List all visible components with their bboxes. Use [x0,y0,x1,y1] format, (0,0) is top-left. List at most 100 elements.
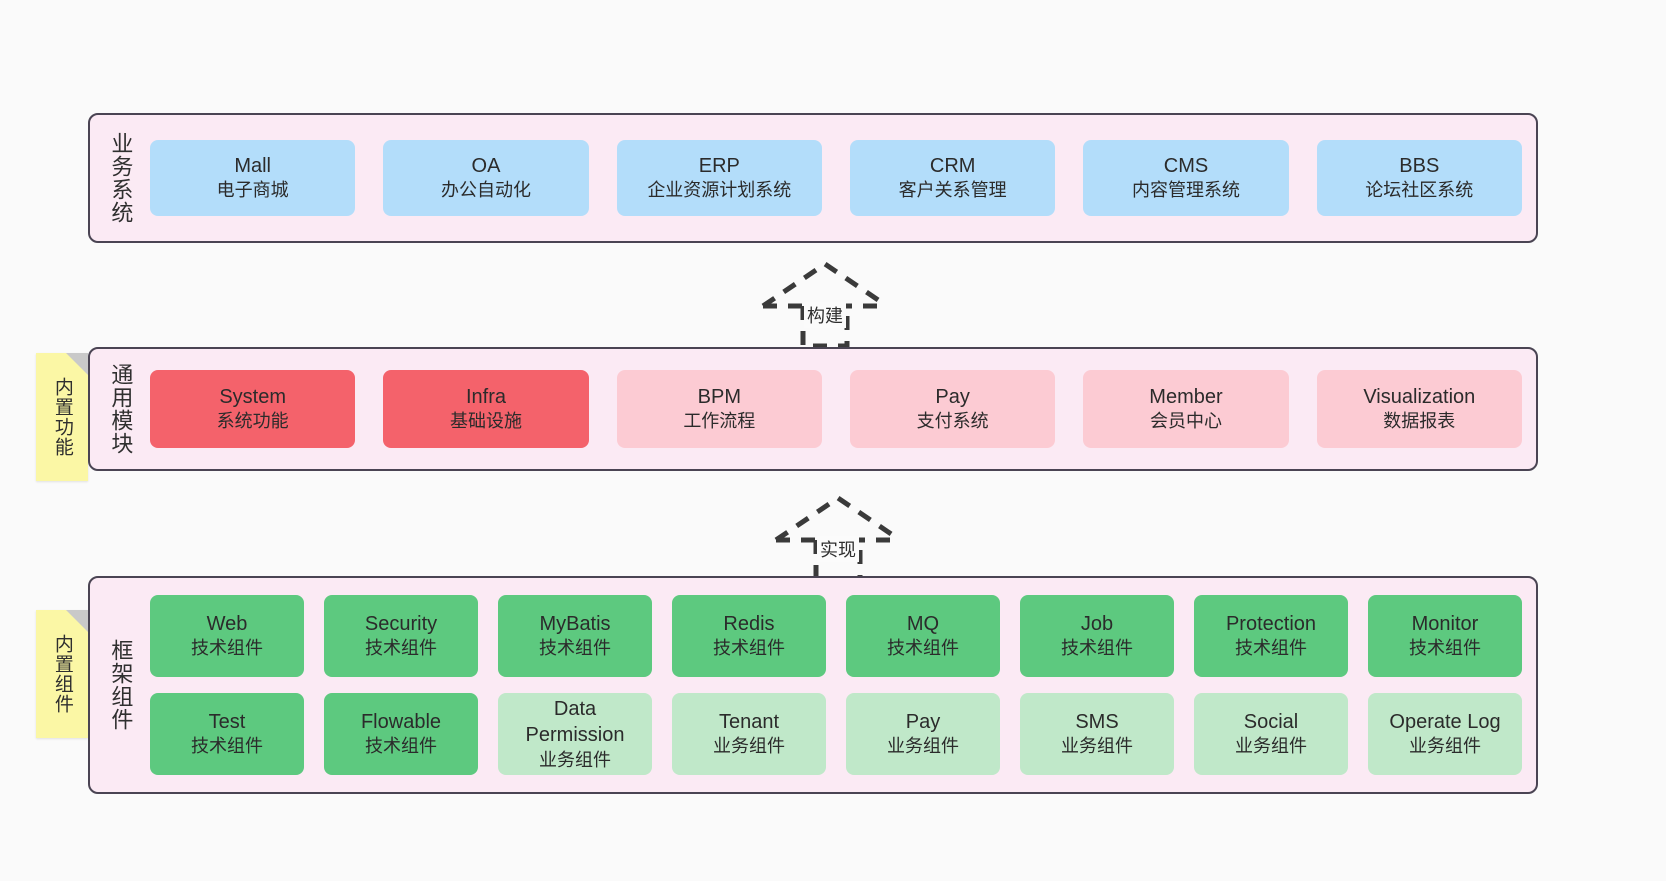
node-title: CMS [1163,154,1209,177]
node-subtitle: 技术组件 [1061,638,1133,659]
layer-business-systems: 业务系统 Mall 电子商城 OA 办公自动化 ERP 企业资源计划系统 CRM… [88,113,1538,243]
node-title: Operate Log [1389,710,1501,733]
layer-title-common-modules: 通用模块 [108,363,134,455]
node-pay-module[interactable]: Pay 支付系统 [849,370,1056,448]
node-subtitle: 论坛社区系统 [1365,180,1474,201]
node-infra[interactable]: Infra 基础设施 [383,370,589,448]
node-mybatis[interactable]: MyBatis 技术组件 [498,595,652,677]
node-title: Security [364,612,438,635]
node-subtitle: 数据报表 [1383,411,1456,432]
node-monitor[interactable]: Monitor 技术组件 [1368,595,1522,677]
node-title: Web [206,612,248,635]
node-subtitle: 业务组件 [1061,736,1133,757]
node-subtitle: 技术组件 [1235,638,1307,659]
node-visualization[interactable]: Visualization 数据报表 [1316,370,1522,448]
node-subtitle: 内容管理系统 [1131,180,1240,201]
node-title: ERP [698,154,740,177]
node-sms[interactable]: SMS 业务组件 [1020,693,1174,775]
layer-body-framework-components: Web 技术组件 Security 技术组件 MyBatis 技术组件 Redi… [142,578,1536,792]
node-flowable[interactable]: Flowable 技术组件 [324,693,478,775]
connector-implement-label: 实现 [817,536,859,562]
node-subtitle: 技术组件 [365,736,437,757]
node-title: Pay [935,385,970,408]
node-redis[interactable]: Redis 技术组件 [672,595,826,677]
sticky-note-label: 内置功能 [51,377,73,457]
build-arrowhead-left-right [761,260,889,309]
node-subtitle: 技术组件 [539,638,611,659]
node-security[interactable]: Security 技术组件 [324,595,478,677]
layer-body-common-modules: System 系统功能 Infra 基础设施 BPM 工作流程 Pay 支付系统… [142,349,1536,469]
node-subtitle: 会员中心 [1149,411,1222,432]
node-subtitle: 技术组件 [887,638,959,659]
row-framework-business: Test 技术组件 Flowable 技术组件 Data Permission … [150,693,1522,775]
node-subtitle: 电子商城 [216,180,289,201]
node-protection[interactable]: Protection 技术组件 [1194,595,1348,677]
sticky-fold-corner-icon [66,610,88,632]
node-subtitle: 业务组件 [539,749,611,770]
node-subtitle: 业务组件 [887,736,959,757]
node-subtitle: 系统功能 [216,411,289,432]
node-test[interactable]: Test 技术组件 [150,693,304,775]
node-title: Infra [465,385,506,408]
node-subtitle: 业务组件 [1409,736,1481,757]
node-job[interactable]: Job 技术组件 [1020,595,1174,677]
node-web[interactable]: Web 技术组件 [150,595,304,677]
node-title: Test [208,710,246,733]
node-bpm[interactable]: BPM 工作流程 [616,370,822,448]
layer-title-framework-components: 框架组件 [108,639,134,731]
node-subtitle: 技术组件 [713,638,785,659]
node-mall[interactable]: Mall 电子商城 [150,140,356,216]
node-title: Flowable [360,710,442,733]
node-operate-log[interactable]: Operate Log 业务组件 [1368,693,1522,775]
node-subtitle: 技术组件 [1409,638,1481,659]
node-subtitle: 业务组件 [1235,736,1307,757]
node-bbs[interactable]: BBS 论坛社区系统 [1316,140,1522,216]
node-title: BBS [1399,154,1440,177]
node-tenant[interactable]: Tenant 业务组件 [672,693,826,775]
node-crm[interactable]: CRM 客户关系管理 [849,140,1056,216]
layer-common-modules: 通用模块 System 系统功能 Infra 基础设施 BPM 工作流程 Pay… [88,347,1538,471]
node-title: BPM [697,385,741,408]
node-cms[interactable]: CMS 内容管理系统 [1083,140,1289,216]
sticky-note-builtin-features: 内置功能 [36,353,88,481]
layer-body-business-systems: Mall 电子商城 OA 办公自动化 ERP 企业资源计划系统 CRM 客户关系… [142,115,1536,241]
node-title: CRM [929,154,976,177]
node-title: Social [1243,710,1299,733]
layer-framework-components: 框架组件 Web 技术组件 Security 技术组件 MyBatis 技术组件… [88,576,1538,794]
node-title: SMS [1075,710,1119,733]
row-framework-tech: Web 技术组件 Security 技术组件 MyBatis 技术组件 Redi… [150,595,1522,677]
node-system[interactable]: System 系统功能 [150,370,356,448]
node-title: Member [1149,385,1223,408]
node-pay-component[interactable]: Pay 业务组件 [846,693,1000,775]
build-shaft [800,306,850,349]
node-subtitle: 客户关系管理 [898,180,1007,201]
node-title: Tenant [718,710,780,733]
node-subtitle: 支付系统 [916,411,989,432]
node-subtitle: 企业资源计划系统 [647,180,792,201]
node-subtitle: 技术组件 [365,638,437,659]
node-subtitle: 业务组件 [713,736,785,757]
node-title: System [219,385,286,408]
node-title: Data Permission [525,697,625,747]
node-mq[interactable]: MQ 技术组件 [846,595,1000,677]
row-business-systems: Mall 电子商城 OA 办公自动化 ERP 企业资源计划系统 CRM 客户关系… [150,140,1522,216]
layer-title-business-systems: 业务系统 [108,132,134,224]
sticky-note-builtin-components: 内置组件 [36,610,88,738]
node-social[interactable]: Social 业务组件 [1194,693,1348,775]
node-erp[interactable]: ERP 企业资源计划系统 [616,140,822,216]
node-title: OA [471,154,501,177]
node-subtitle: 技术组件 [191,736,263,757]
node-title: Monitor [1411,612,1479,635]
node-subtitle: 工作流程 [683,411,756,432]
node-title: MQ [906,612,940,635]
node-oa[interactable]: OA 办公自动化 [383,140,589,216]
node-subtitle: 基础设施 [449,411,522,432]
node-title: Protection [1225,612,1317,635]
connector-build: 构建 [725,258,925,358]
node-title: Mall [234,154,271,177]
node-data-permission[interactable]: Data Permission 业务组件 [498,693,652,775]
node-title: Job [1080,612,1114,635]
sticky-fold-corner-icon [66,353,88,375]
node-title: Visualization [1363,385,1476,408]
node-member[interactable]: Member 会员中心 [1083,370,1289,448]
